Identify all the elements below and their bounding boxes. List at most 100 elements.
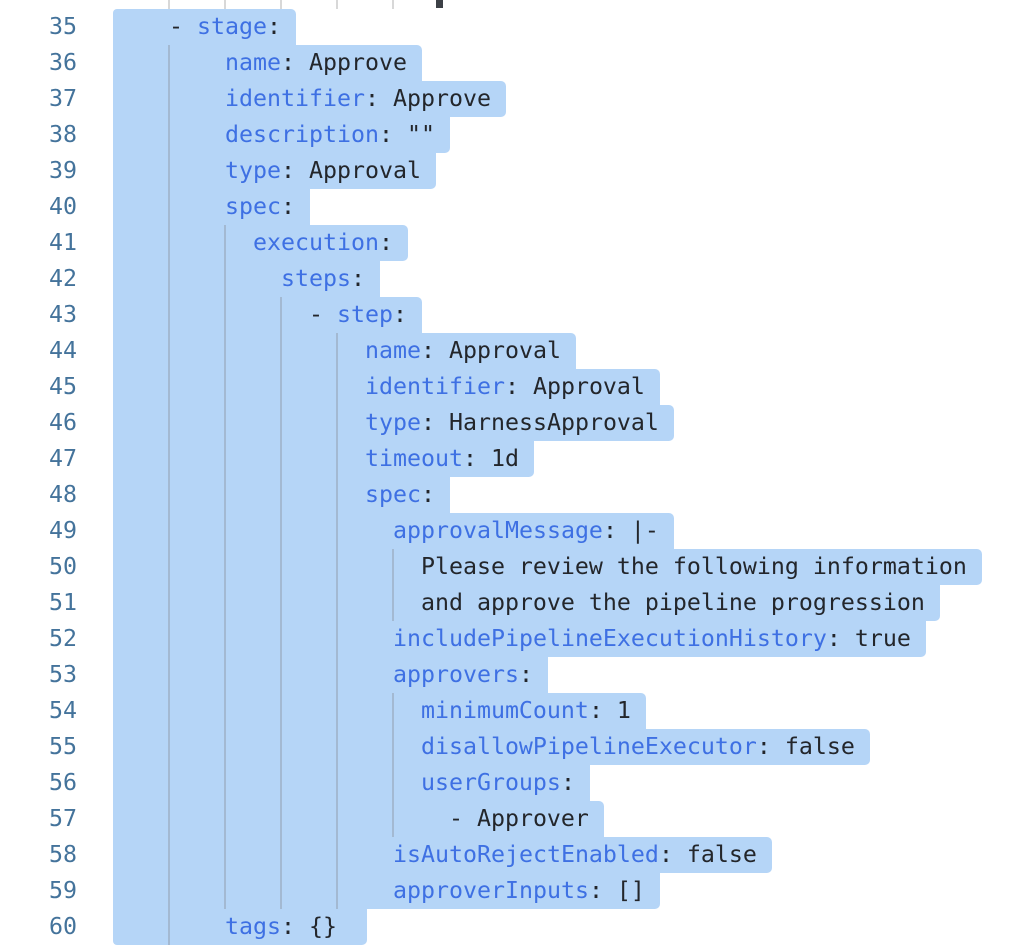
line-number[interactable]: 45 [49,373,77,400]
code-line[interactable]: 37 identifier: Approve [0,81,1022,117]
line-number[interactable]: 46 [49,409,77,436]
line-number[interactable]: 52 [49,625,77,652]
indent-guide [168,261,170,297]
code-line[interactable]: 58 isAutoRejectEnabled: false [0,837,1022,873]
code-line[interactable]: 56 userGroups: [0,765,1022,801]
line-number[interactable]: 54 [49,697,77,724]
indent-guide [392,549,394,585]
line-number[interactable]: 35 [49,13,77,40]
code-line[interactable]: 43 - step: [0,297,1022,333]
code-line[interactable]: 44 name: Approval [0,333,1022,369]
indent-guide [336,873,338,909]
line-code: spec: [113,189,310,225]
indent-guide [168,369,170,405]
code-line[interactable]: 35 - stage: [0,9,1022,45]
line-number[interactable]: 42 [49,265,77,292]
line-number[interactable]: 59 [49,877,77,904]
indent-guide [168,45,170,81]
code-line[interactable]: 41 execution: [0,225,1022,261]
line-number[interactable]: 47 [49,445,77,472]
line-number[interactable]: 36 [49,49,77,76]
code-line[interactable]: 49 approvalMessage: |- [0,513,1022,549]
yaml-value-token: : true [826,625,911,652]
line-text: approvalMessage: |- [113,517,659,544]
indent-spaces [113,733,421,760]
line-number[interactable]: 39 [49,157,77,184]
indent-guide [168,117,170,153]
code-line[interactable]: 46 type: HarnessApproval [0,405,1022,441]
indent-guide [336,333,338,369]
yaml-value-token: : {} [280,913,337,940]
indent-guide [224,477,226,513]
line-code: - Approver [113,801,604,837]
code-line[interactable]: 36 name: Approve [0,45,1022,81]
line-number[interactable]: 53 [49,661,77,688]
yaml-value-token: : [560,769,575,796]
indent-guide [168,693,170,729]
code-line[interactable]: 53 approvers: [0,657,1022,693]
line-number[interactable]: 49 [49,517,77,544]
indent-spaces [113,337,365,364]
indent-guide [336,513,338,549]
line-number[interactable]: 56 [49,769,77,796]
indent-guide [280,585,282,621]
code-line[interactable]: 50 Please review the following informati… [0,549,1022,585]
code-line[interactable]: 39 type: Approval [0,153,1022,189]
code-line[interactable]: 60 tags: {} [0,909,1022,945]
line-code: - stage: [113,9,296,45]
yaml-key-token: isAutoRejectEnabled [392,841,659,868]
indent-guide [336,585,338,621]
line-number[interactable]: 43 [49,301,77,328]
line-number[interactable]: 60 [49,913,77,940]
indent-guide [168,189,170,225]
line-number[interactable]: 38 [49,121,77,148]
line-number[interactable]: 44 [49,337,77,364]
indent-spaces [113,193,225,220]
yaml-value-token: : false [658,841,757,868]
line-text: type: Approval [113,157,421,184]
code-line[interactable]: 40 spec: [0,189,1022,225]
indent-guide [336,477,338,513]
line-text: isAutoRejectEnabled: false [113,841,757,868]
code-line[interactable]: 54 minimumCount: 1 [0,693,1022,729]
indent-spaces [113,409,365,436]
line-text: minimumCount: 1 [113,697,631,724]
indent-guide [392,0,394,9]
indent-guide [280,369,282,405]
code-line[interactable]: 57 - Approver [0,801,1022,837]
line-code: userGroups: [113,765,590,801]
code-line[interactable]: 47 timeout: 1d [0,441,1022,477]
code-line[interactable]: 51 and approve the pipeline progression [0,585,1022,621]
yaml-value-token: : false [756,733,855,760]
yaml-key-token: identifier [224,85,365,112]
line-code: disallowPipelineExecutor: false [113,729,870,765]
code-line[interactable]: 38 description: "" [0,117,1022,153]
line-number[interactable]: 37 [49,85,77,112]
line-number[interactable]: 57 [49,805,77,832]
line-text: spec: [113,193,295,220]
line-number[interactable]: 51 [49,589,77,616]
indent-guide [224,801,226,837]
code-line[interactable]: 52 includePipelineExecutionHistory: true [0,621,1022,657]
code-line[interactable]: 45 identifier: Approval [0,369,1022,405]
line-number[interactable]: 58 [49,841,77,868]
line-number[interactable]: 50 [49,553,77,580]
yaml-key-token: timeout [364,445,463,472]
line-number[interactable]: 48 [49,481,77,508]
code-line[interactable]: 59 approverInputs: [] [0,873,1022,909]
indent-spaces [113,229,253,256]
line-text: execution: [113,229,393,256]
yaml-value-token: : "" [378,121,435,148]
indent-guide [168,0,170,9]
line-number[interactable]: 41 [49,229,77,256]
line-number[interactable]: 40 [49,193,77,220]
line-text: approverInputs: [] [113,877,645,904]
selection-highlight [113,153,436,189]
code-line[interactable]: 48 spec: [0,477,1022,513]
indent-guide [224,621,226,657]
line-number[interactable]: 55 [49,733,77,760]
code-line[interactable]: 42 steps: [0,261,1022,297]
code-line[interactable]: 55 disallowPipelineExecutor: false [0,729,1022,765]
indent-spaces [113,769,421,796]
